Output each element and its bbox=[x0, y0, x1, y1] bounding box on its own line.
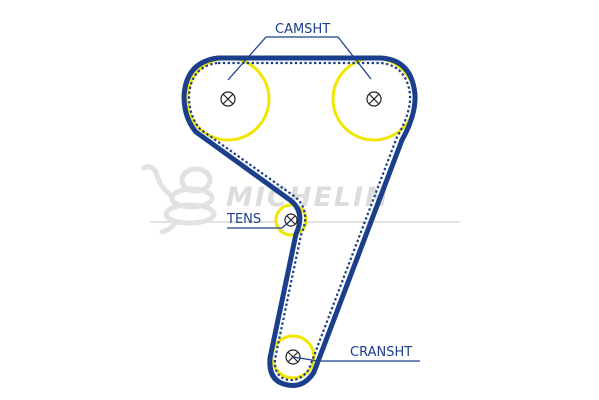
cross-circle-icon bbox=[220, 91, 236, 107]
belt-outer bbox=[181, 55, 418, 388]
camshaft-label: CAMSHT bbox=[275, 22, 330, 37]
belt-teeth bbox=[187, 61, 412, 382]
watermark: MICHELIN bbox=[141, 164, 460, 235]
crankshaft-callout-line bbox=[292, 356, 420, 362]
tensioner-callout-line bbox=[227, 219, 292, 229]
cross-circle-icon bbox=[366, 91, 382, 107]
crankshaft-label: CRANSHT bbox=[350, 345, 412, 360]
tensioner-label: TENS bbox=[226, 212, 261, 227]
callout-lines bbox=[227, 36, 420, 362]
camshaft-callout-line bbox=[227, 36, 372, 81]
watermark-text: MICHELIN bbox=[226, 182, 390, 213]
timing-belt bbox=[181, 55, 418, 388]
